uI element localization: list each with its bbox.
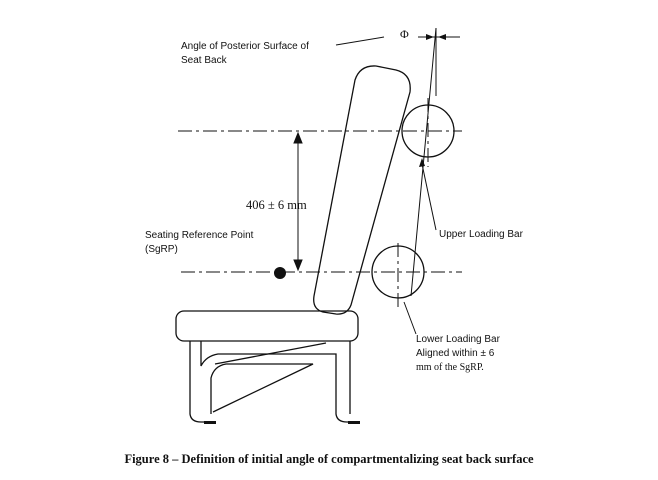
figure-caption: Figure 8 – Definition of initial angle o… <box>124 452 534 466</box>
lower-loading-bar-label-line3: mm of the SgRP. <box>416 362 484 373</box>
seat-frame <box>189 341 357 423</box>
phi-arrow-left <box>426 34 434 40</box>
dimension-arrow-bottom <box>293 259 303 272</box>
sgrp-point <box>274 267 286 279</box>
dimension-arrow-top <box>293 131 303 144</box>
posterior-leader-line <box>335 36 385 46</box>
lower-loading-bar-label-line1: Lower Loading Bar <box>416 334 500 345</box>
posterior-surface-label-line1: Angle of Posterior Surface of <box>181 41 309 52</box>
lower-bar-leader <box>403 301 417 335</box>
phi-arrow-right <box>438 34 446 40</box>
upper-bar-leader <box>421 163 437 231</box>
seat-cushion <box>175 310 359 342</box>
frame-feet <box>204 421 360 424</box>
dimension-label: 406 ± 6 mm <box>246 198 307 212</box>
posterior-surface-label-line2: Seat Back <box>181 55 227 66</box>
upper-bar-arrow <box>419 158 425 167</box>
phi-symbol: Φ <box>400 27 409 41</box>
lower-loading-bar-label-line2: Aligned within ± 6 <box>416 348 495 359</box>
upper-loading-bar-label: Upper Loading Bar <box>439 229 523 240</box>
sgrp-label-line2: (SgRP) <box>145 244 178 255</box>
seat-back <box>313 65 411 315</box>
lower-loading-bar <box>371 245 425 299</box>
sgrp-label-line1: Seating Reference Point <box>145 230 254 241</box>
upper-loading-bar <box>401 104 455 158</box>
